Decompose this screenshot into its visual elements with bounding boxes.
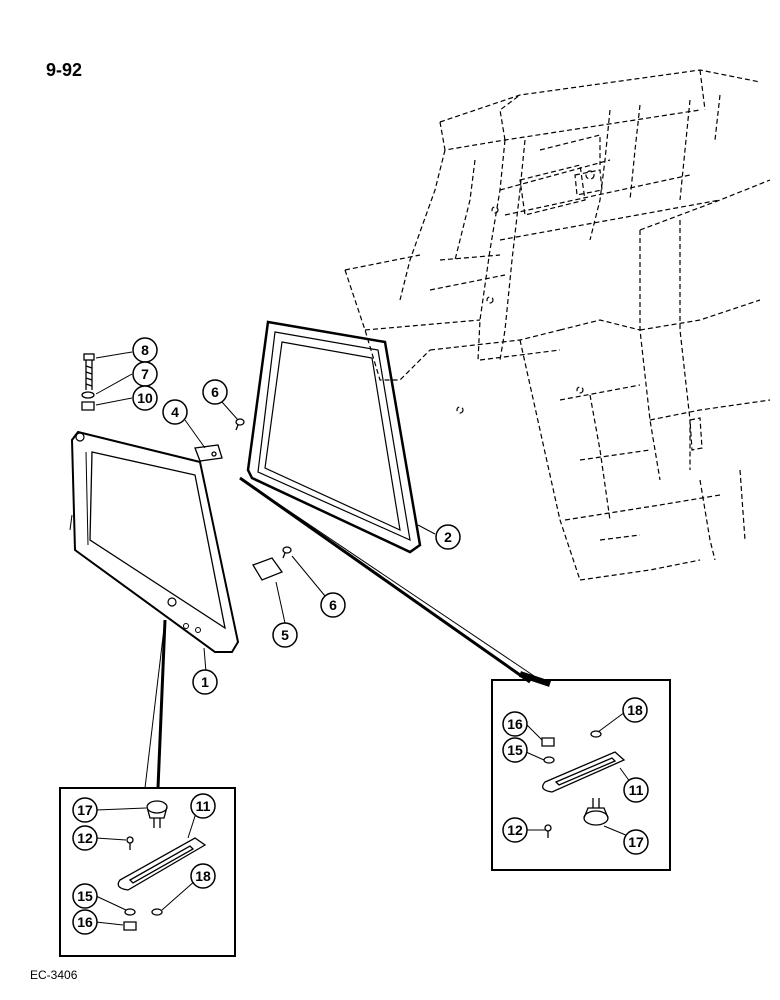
part-5-bracket — [252, 557, 284, 581]
svg-text:15: 15 — [507, 742, 523, 758]
callout-12-right: 12 — [502, 817, 528, 843]
callout-15-right: 15 — [502, 737, 528, 763]
callout-5: 5 — [272, 622, 298, 648]
callout-18-right: 18 — [622, 697, 648, 723]
callout-leaders — [95, 351, 436, 673]
detail-box-right — [491, 679, 671, 871]
callout-12-left: 12 — [72, 825, 98, 851]
callout-6-upper: 6 — [202, 379, 228, 405]
part-18-left — [151, 908, 163, 916]
explode-lines — [144, 476, 551, 789]
svg-text:11: 11 — [629, 782, 644, 798]
callout-1: 1 — [192, 669, 218, 695]
callout-6-lower: 6 — [320, 592, 346, 618]
figure-code: EC-3406 — [30, 968, 78, 982]
part-17-knob-right — [583, 798, 609, 826]
part-1-window-frame — [69, 430, 240, 653]
part-18-right — [590, 730, 602, 738]
part-4-bracket — [194, 444, 223, 462]
part-11-strap-right — [542, 751, 626, 793]
svg-text:11: 11 — [196, 798, 211, 814]
part-16-nut-right — [541, 737, 555, 747]
svg-text:15: 15 — [77, 888, 93, 904]
part-2-window-seal — [246, 320, 422, 554]
callout-16-right: 16 — [502, 711, 528, 737]
svg-text:7: 7 — [141, 366, 149, 382]
part-6-screw-lower — [282, 546, 292, 559]
part-15-washer-right — [543, 756, 555, 764]
part-7-washer — [81, 391, 95, 399]
svg-text:17: 17 — [628, 834, 644, 850]
svg-text:5: 5 — [281, 627, 289, 643]
callout-10: 10 — [132, 385, 158, 411]
part-8-bolt — [83, 353, 95, 390]
svg-text:16: 16 — [507, 716, 523, 732]
svg-text:6: 6 — [329, 597, 337, 613]
part-17-knob-left — [146, 800, 168, 828]
page-number: 9-92 — [46, 60, 83, 80]
part-16-nut-left — [123, 921, 137, 931]
svg-text:12: 12 — [507, 822, 523, 838]
cab-frame-outline — [344, 69, 771, 581]
part-10-nut — [81, 401, 95, 411]
callout-8: 8 — [132, 337, 158, 363]
svg-text:4: 4 — [171, 404, 179, 420]
callout-16-left: 16 — [72, 909, 98, 935]
part-11-strap-left — [117, 837, 207, 891]
svg-text:12: 12 — [77, 830, 93, 846]
svg-text:17: 17 — [77, 802, 93, 818]
callout-17-left: 17 — [72, 797, 98, 823]
svg-text:6: 6 — [211, 384, 219, 400]
callout-7: 7 — [132, 361, 158, 387]
callout-11-left: 11 — [190, 793, 216, 819]
part-12-pin-right — [544, 824, 552, 838]
svg-text:8: 8 — [141, 342, 149, 358]
callout-2: 2 — [435, 524, 461, 550]
svg-text:16: 16 — [77, 914, 93, 930]
svg-text:1: 1 — [201, 674, 209, 690]
part-15-washer-left — [124, 908, 136, 916]
callout-15-left: 15 — [72, 883, 98, 909]
callout-4: 4 — [162, 399, 188, 425]
part-12-pin-left — [126, 836, 134, 850]
svg-text:10: 10 — [137, 390, 153, 406]
svg-text:2: 2 — [444, 529, 452, 545]
detail-box-left — [59, 787, 236, 957]
callout-18-left: 18 — [190, 863, 216, 889]
callout-17-right: 17 — [623, 829, 649, 855]
callout-11-right: 11 — [623, 777, 649, 803]
part-6-screw-upper — [235, 418, 245, 431]
svg-text:18: 18 — [195, 868, 211, 884]
svg-text:18: 18 — [627, 702, 643, 718]
